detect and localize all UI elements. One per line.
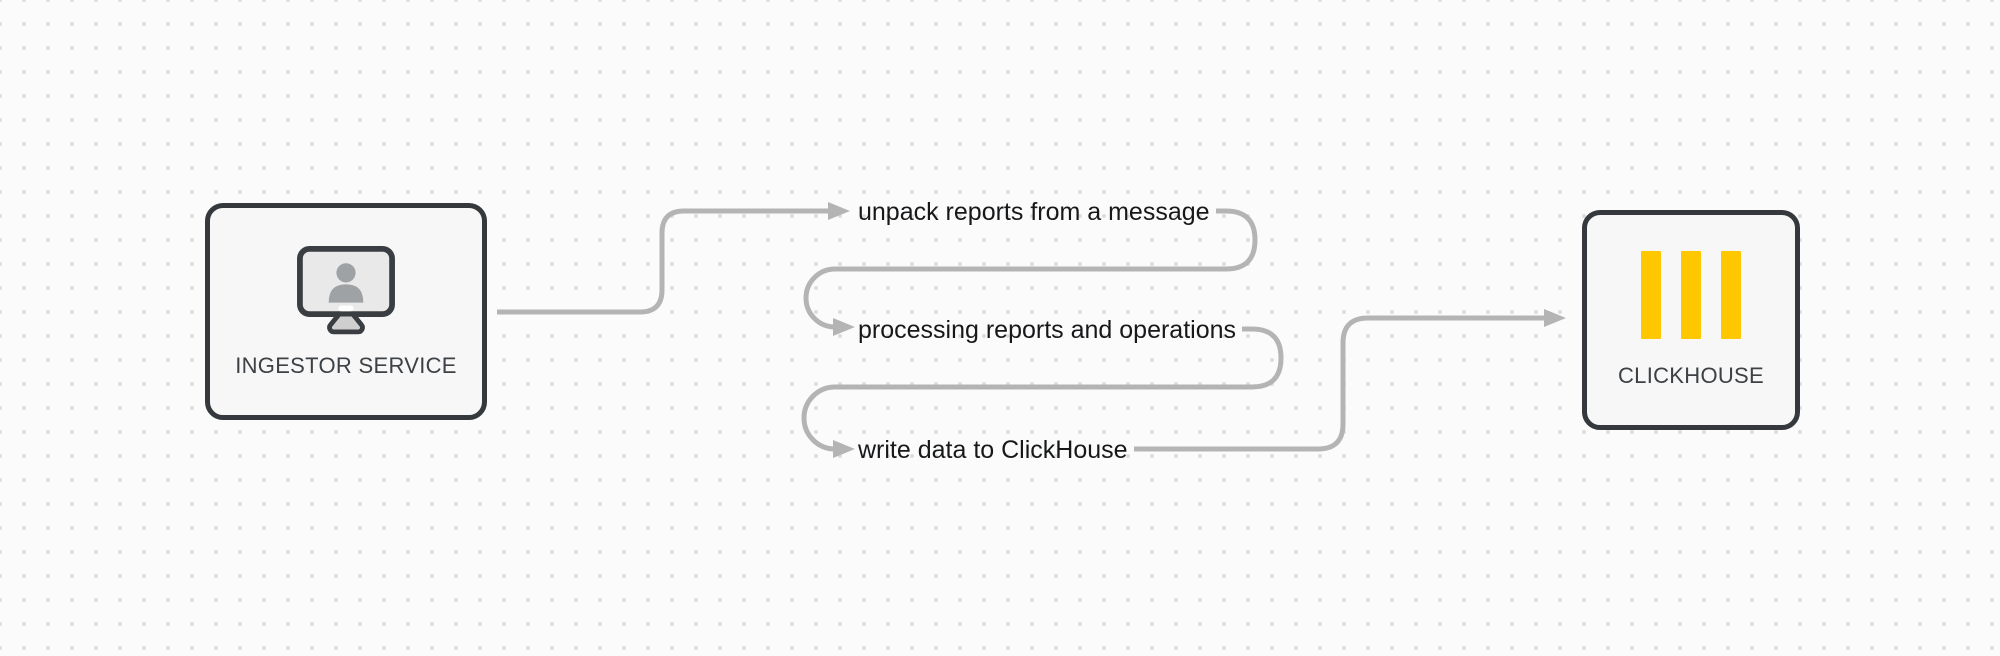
connector-step2-to-step3: [801, 326, 1284, 458]
clickhouse-bar: [1681, 251, 1701, 339]
connector-step3-to-clickhouse: [1134, 309, 1566, 452]
clickhouse-bars-icon: [1641, 251, 1741, 339]
step-label-1: unpack reports from a message: [858, 198, 1210, 226]
clickhouse-bar: [1641, 251, 1661, 339]
node-label-ingestor: INGESTOR SERVICE: [235, 352, 457, 378]
node-ingestor-service: INGESTOR SERVICE: [205, 203, 487, 420]
node-label-clickhouse: CLICKHOUSE: [1617, 363, 1765, 388]
clickhouse-bar: [1721, 251, 1741, 339]
step-label-2: processing reports and operations: [858, 316, 1236, 344]
step-label-3: write data to ClickHouse: [857, 436, 1128, 464]
connector-step1-to-step2: [803, 208, 1258, 336]
monitor-user-icon: [297, 245, 395, 334]
node-clickhouse: CLICKHOUSE: [1582, 210, 1800, 430]
connector-ingestor-to-step1: [497, 202, 850, 315]
